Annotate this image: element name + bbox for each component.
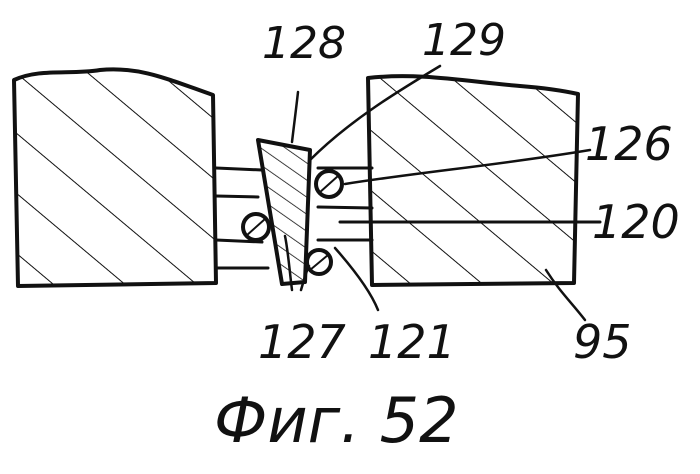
label-128: 128 (262, 18, 346, 69)
label-129: 129 (422, 15, 506, 66)
wedge-element (258, 140, 310, 284)
label-95: 95 (573, 315, 632, 369)
label-121: 121 (368, 315, 456, 369)
left-block (14, 69, 216, 286)
label-126: 126 (585, 117, 673, 171)
label-127: 127 (258, 315, 346, 369)
figure-caption: Фиг. 52 (214, 384, 459, 457)
right-block (368, 76, 578, 285)
label-120: 120 (592, 195, 680, 249)
